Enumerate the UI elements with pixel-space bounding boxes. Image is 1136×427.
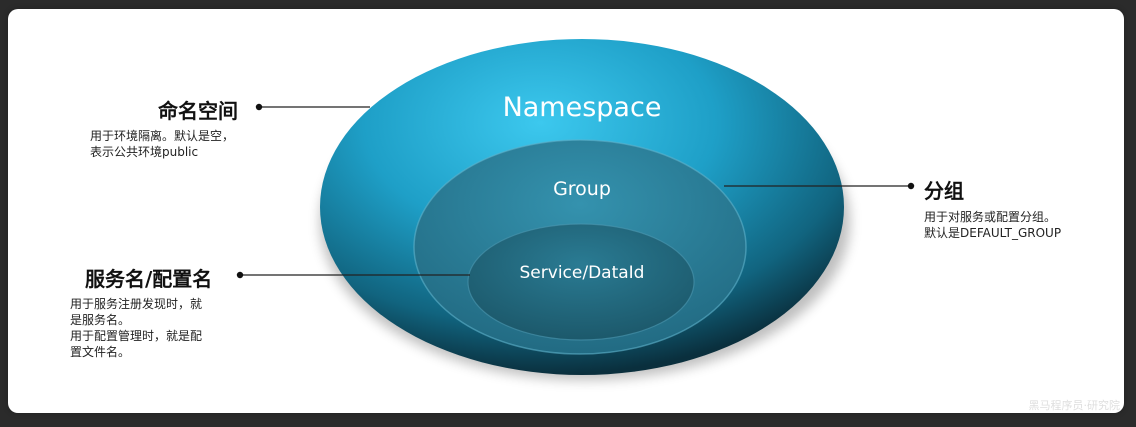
- watermark: 黑马程序员·研究院: [1028, 399, 1121, 412]
- service-ring-label: Service/DataId: [519, 263, 645, 283]
- service-connector-dot: [236, 271, 244, 279]
- service-label-title: 服务名/配置名: [85, 267, 213, 291]
- namespace-connector-dot: [255, 103, 263, 111]
- group-connector-dot: [907, 182, 915, 190]
- service-ring: [467, 223, 695, 341]
- namespace-ring-label: Namespace: [502, 92, 662, 123]
- group-label-title: 分组: [924, 179, 964, 203]
- group-label-desc: 用于对服务或配置分组。 默认是DEFAULT_GROUP: [924, 210, 1062, 240]
- namespace-label-title: 命名空间: [158, 99, 238, 123]
- service-label-desc: 用于服务注册发现时，就 是服务名。 用于配置管理时，就是配 置文件名。: [70, 297, 203, 359]
- group-ring-label: Group: [553, 178, 611, 200]
- namespace-label-desc: 用于环境隔离。默认是空， 表示公共环境public: [90, 129, 235, 159]
